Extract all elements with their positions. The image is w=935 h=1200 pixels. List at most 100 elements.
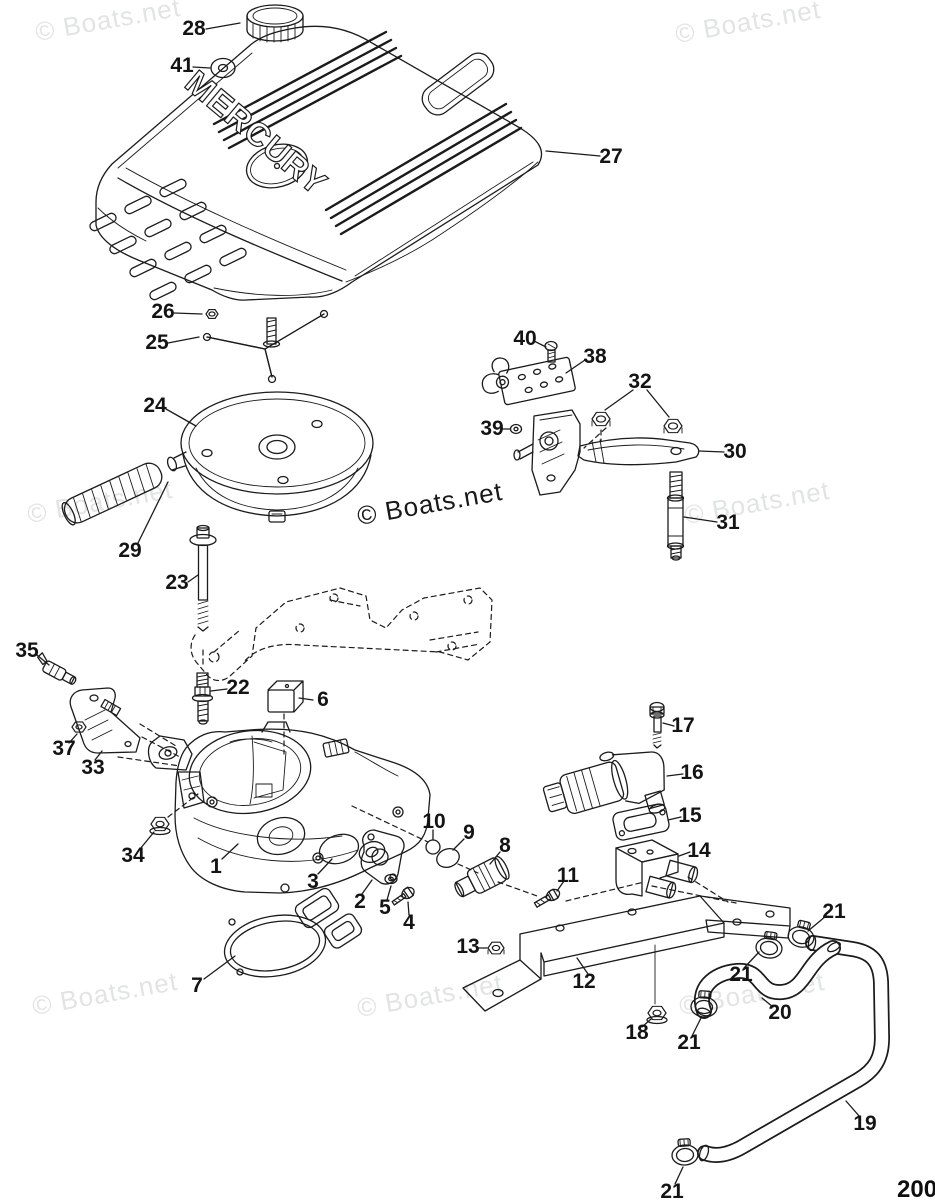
lever-arm-30 [577, 437, 700, 466]
engine-cover: MERCURY [89, 25, 543, 301]
callout-label-22: 22 [226, 676, 250, 699]
callout-label-10: 10 [422, 810, 446, 833]
o-ring-9 [436, 848, 460, 868]
callout-label-18: 18 [625, 1021, 649, 1044]
callout-label-21: 21 [729, 963, 753, 986]
leader-line-29 [137, 481, 169, 544]
callout-label-13: 13 [456, 935, 480, 958]
washer [210, 57, 236, 79]
callout-label-11: 11 [556, 864, 580, 887]
callout-label-27: 27 [599, 145, 623, 168]
leader-line-34 [139, 831, 155, 850]
leader-line-16 [666, 773, 684, 777]
callout-label-19: 19 [853, 1112, 877, 1135]
leader-line-8 [489, 851, 501, 865]
nut-13 [487, 941, 505, 955]
callout-label-32: 32 [628, 370, 652, 393]
gasket-15 [612, 803, 670, 841]
callout-label-40: 40 [513, 327, 537, 350]
leader-line-18 [641, 1018, 652, 1028]
callout-label-9: 9 [463, 821, 475, 844]
leader-line-20 [761, 997, 774, 1008]
callout-label-16: 16 [680, 761, 704, 784]
callout-label-37: 37 [52, 737, 76, 760]
callout-label-23: 23 [165, 571, 189, 594]
callout-label-17: 17 [671, 714, 695, 737]
leader-line-23 [187, 574, 199, 583]
adapter-block-14 [615, 839, 699, 899]
leader-line-19 [845, 1100, 861, 1118]
leader-line-2 [361, 879, 373, 895]
leader-line-41 [192, 66, 211, 69]
leader-line-22 [210, 688, 228, 692]
leader-line-31 [683, 516, 718, 523]
callout-label-25: 25 [145, 331, 169, 354]
washer-5 [384, 873, 398, 885]
hose-20 [694, 940, 841, 1019]
screw-40 [544, 340, 558, 363]
cover-vent-slots [89, 178, 247, 301]
bolt-23 [189, 524, 217, 632]
hose-clamp [755, 930, 783, 959]
flame-arrestor [166, 391, 374, 523]
leader-line-28 [205, 22, 241, 30]
leader-line-11 [556, 880, 565, 892]
leader-line-38 [565, 359, 586, 374]
callout-leader-lines [36, 22, 861, 1185]
cable-bracket-38 [481, 356, 576, 406]
leader-line-4 [407, 901, 410, 916]
leader-line-27 [545, 150, 601, 157]
callout-label-5: 5 [379, 896, 391, 919]
callout-label-21: 21 [822, 900, 846, 923]
callout-label-38: 38 [583, 345, 607, 368]
callout-label-20: 20 [768, 1001, 792, 1024]
leader-line-30 [698, 450, 725, 453]
fuel-fitting [454, 855, 510, 898]
leader-line-26 [173, 312, 203, 315]
mounting-bracket-12 [462, 895, 791, 1012]
leader-line-14 [678, 851, 691, 857]
bracket-33 [69, 687, 141, 754]
hose-clamp [671, 1138, 699, 1166]
leader-line-15 [667, 816, 682, 821]
leader-line-33 [94, 750, 103, 761]
leader-line-1 [221, 843, 239, 860]
callout-label-8: 8 [499, 834, 511, 857]
callout-label-41: 41 [170, 54, 194, 77]
leader-line-21 [674, 1166, 684, 1185]
callout-label-1: 1 [210, 855, 222, 878]
callout-label-30: 30 [723, 440, 747, 463]
callout-label-12: 12 [572, 970, 596, 993]
leader-line-24 [165, 408, 197, 427]
callout-label-34: 34 [121, 844, 145, 867]
callout-label-4: 4 [403, 911, 415, 934]
hose-clamp [690, 990, 718, 1018]
leader-line-6 [298, 697, 314, 701]
callout-label-39: 39 [480, 417, 504, 440]
gasket-7 [223, 887, 363, 978]
o-ring-10 [425, 839, 441, 855]
leader-line-21 [691, 1017, 702, 1037]
leader-line-37 [68, 733, 78, 744]
callout-label-3: 3 [307, 870, 319, 893]
callout-label-14: 14 [687, 839, 711, 862]
callout-label-28: 28 [182, 17, 206, 40]
callout-label-31: 31 [716, 511, 740, 534]
hose-clamp [787, 919, 815, 948]
nut-32a [591, 411, 611, 427]
leader-line-9 [452, 838, 465, 851]
leader-line-21 [743, 951, 760, 969]
leader-line-17 [662, 722, 675, 727]
callout-label-6: 6 [317, 688, 329, 711]
screw-11 [533, 888, 561, 908]
leader-line-7 [203, 955, 236, 980]
leader-line-32 [646, 389, 670, 418]
iac-valve [542, 751, 666, 814]
leader-line-32 [604, 389, 634, 411]
cap [246, 4, 304, 43]
leader-line-35 [36, 654, 50, 666]
callout-label-35: 35 [15, 639, 39, 662]
callout-label-33: 33 [81, 756, 105, 779]
